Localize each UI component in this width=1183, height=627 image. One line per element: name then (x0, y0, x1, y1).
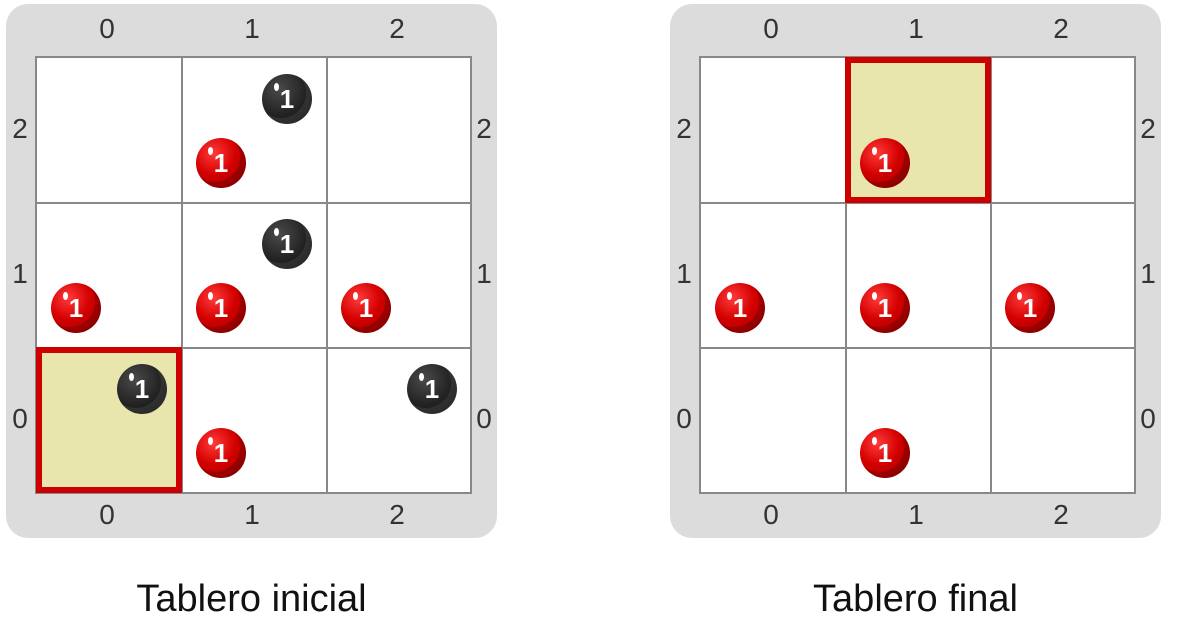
ball-shine (1017, 292, 1022, 300)
ball-shine (208, 437, 213, 445)
col-label-top: 1 (908, 13, 924, 44)
ball-label: 1 (213, 293, 229, 323)
ball-label: 1 (213, 438, 229, 468)
ball-shine (274, 228, 279, 236)
highlighted-cell[interactable] (36, 347, 182, 493)
red-ball[interactable]: 1 (860, 283, 910, 333)
board-final: 1 1 1 1 1 0 0 1 1 2 2 2 2 1 1 0 0 (670, 4, 1161, 538)
col-label-bottom: 0 (763, 499, 779, 530)
black-ball[interactable]: 1 (407, 364, 457, 414)
row-label-right: 1 (476, 258, 492, 289)
col-label-bottom: 1 (908, 499, 924, 530)
caption-final: Tablero final (813, 578, 1018, 620)
black-ball[interactable]: 1 (262, 74, 312, 124)
ball-shine (208, 147, 213, 155)
black-ball[interactable]: 1 (117, 364, 167, 414)
ball-shine (274, 83, 279, 91)
ball-label: 1 (1022, 293, 1038, 323)
red-ball[interactable]: 1 (196, 428, 246, 478)
ball-label: 1 (877, 148, 893, 178)
ball-label: 1 (424, 374, 440, 404)
row-label-left: 1 (12, 258, 28, 289)
row-label-left: 0 (12, 403, 28, 434)
ball-shine (208, 292, 213, 300)
ball-label: 1 (732, 293, 748, 323)
row-label-left: 2 (12, 113, 28, 144)
grid-line (326, 58, 328, 492)
red-ball[interactable]: 1 (196, 138, 246, 188)
red-ball[interactable]: 1 (860, 138, 910, 188)
board-initial: 1 1 1 1 1 1 1 1 1 0 0 1 1 2 2 2 2 1 1 0 0 (6, 4, 497, 538)
ball-label: 1 (279, 229, 295, 259)
red-ball[interactable]: 1 (341, 283, 391, 333)
col-label-bottom: 2 (1053, 499, 1069, 530)
grid: 1 1 1 1 1 (699, 56, 1136, 494)
red-ball[interactable]: 1 (196, 283, 246, 333)
col-label-top: 2 (389, 13, 405, 44)
red-ball[interactable]: 1 (51, 283, 101, 333)
ball-label: 1 (213, 148, 229, 178)
col-label-top: 0 (763, 13, 779, 44)
black-ball[interactable]: 1 (262, 219, 312, 269)
ball-label: 1 (877, 438, 893, 468)
ball-shine (419, 373, 424, 381)
row-label-left: 2 (676, 113, 692, 144)
row-label-right: 0 (1140, 403, 1156, 434)
ball-shine (872, 147, 877, 155)
ball-shine (129, 373, 134, 381)
grid-line (181, 58, 183, 492)
caption-initial: Tablero inicial (136, 578, 367, 620)
ball-shine (63, 292, 68, 300)
col-label-top: 0 (99, 13, 115, 44)
ball-label: 1 (279, 84, 295, 114)
col-label-top: 1 (244, 13, 260, 44)
row-label-right: 2 (476, 113, 492, 144)
row-label-left: 0 (676, 403, 692, 434)
red-ball[interactable]: 1 (860, 428, 910, 478)
grid-line (701, 347, 1134, 349)
row-label-right: 1 (1140, 258, 1156, 289)
ball-shine (727, 292, 732, 300)
row-label-left: 1 (676, 258, 692, 289)
ball-label: 1 (134, 374, 150, 404)
grid-line (37, 202, 470, 204)
col-label-bottom: 0 (99, 499, 115, 530)
grid-line (845, 58, 847, 492)
ball-shine (353, 292, 358, 300)
row-label-right: 0 (476, 403, 492, 434)
col-label-top: 2 (1053, 13, 1069, 44)
ball-shine (872, 437, 877, 445)
ball-label: 1 (877, 293, 893, 323)
grid: 1 1 1 1 1 1 1 1 1 (35, 56, 472, 494)
red-ball[interactable]: 1 (1005, 283, 1055, 333)
grid-line (990, 58, 992, 492)
grid-line (701, 202, 1134, 204)
ball-shine (872, 292, 877, 300)
col-label-bottom: 1 (244, 499, 260, 530)
red-ball[interactable]: 1 (715, 283, 765, 333)
col-label-bottom: 2 (389, 499, 405, 530)
ball-label: 1 (68, 293, 84, 323)
ball-label: 1 (358, 293, 374, 323)
grid-line (37, 347, 470, 349)
row-label-right: 2 (1140, 113, 1156, 144)
